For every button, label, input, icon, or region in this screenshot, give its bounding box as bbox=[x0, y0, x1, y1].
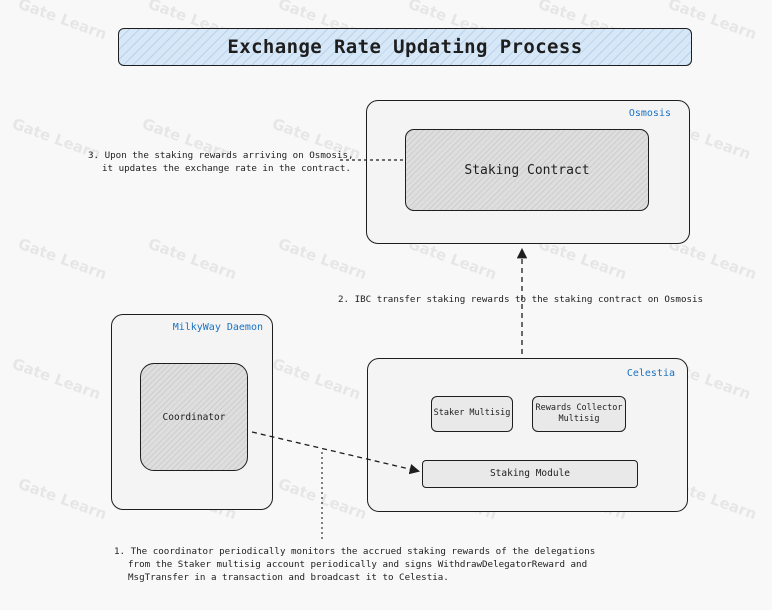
coordinator-label: Coordinator bbox=[162, 411, 226, 423]
osmosis-frame: Osmosis Staking Contract bbox=[366, 100, 690, 244]
watermark-text: Gate Learn bbox=[9, 354, 104, 404]
milkyway-daemon-label: MilkyWay Daemon bbox=[172, 322, 263, 333]
staker-multisig-box: Staker Multisig bbox=[431, 396, 513, 432]
staking-contract-label: Staking Contract bbox=[464, 162, 590, 178]
celestia-frame: Celestia Staker Multisig Rewards Collect… bbox=[367, 358, 688, 512]
watermark-text: Gate Learn bbox=[15, 0, 110, 44]
rewards-collector-label-line1: Rewards Collector bbox=[535, 402, 623, 413]
coordinator-box: Coordinator bbox=[140, 363, 248, 471]
step3-line2: it updates the exchange rate in the cont… bbox=[102, 162, 351, 174]
watermark-text: Gate Learn bbox=[15, 474, 110, 524]
step1-line2: from the Staker multisig account periodi… bbox=[128, 558, 588, 570]
watermark-text: Gate Learn bbox=[145, 234, 240, 284]
title-banner: Exchange Rate Updating Process bbox=[118, 28, 692, 66]
staker-multisig-label: Staker Multisig bbox=[433, 408, 511, 419]
step1-note: 1. The coordinator periodically monitors… bbox=[114, 546, 595, 585]
watermark-text: Gate Learn bbox=[275, 474, 370, 524]
step3-line1: 3. Upon the staking rewards arriving on … bbox=[88, 150, 354, 161]
rewards-collector-box: Rewards Collector Multisig bbox=[532, 396, 626, 432]
watermark-text: Gate Learn bbox=[275, 234, 370, 284]
step1-line3: MsgTransfer in a transaction and broadca… bbox=[128, 571, 449, 583]
step2-note: 2. IBC transfer staking rewards to the s… bbox=[338, 294, 704, 305]
osmosis-label: Osmosis bbox=[628, 108, 671, 119]
staking-module-box: Staking Module bbox=[422, 460, 638, 488]
staking-module-label: Staking Module bbox=[489, 467, 571, 479]
celestia-label: Celestia bbox=[626, 368, 675, 379]
milkyway-daemon-frame: MilkyWay Daemon Coordinator bbox=[111, 314, 273, 510]
rewards-collector-label-line2: Multisig bbox=[558, 414, 600, 424]
watermark-text: Gate Learn bbox=[269, 354, 364, 404]
staking-contract-box: Staking Contract bbox=[405, 129, 649, 211]
watermark-text: Gate Learn bbox=[15, 234, 110, 284]
step3-note: 3. Upon the staking rewards arriving on … bbox=[88, 150, 354, 176]
step1-line1: 1. The coordinator periodically monitors… bbox=[114, 546, 596, 557]
diagram-title: Exchange Rate Updating Process bbox=[227, 36, 583, 58]
